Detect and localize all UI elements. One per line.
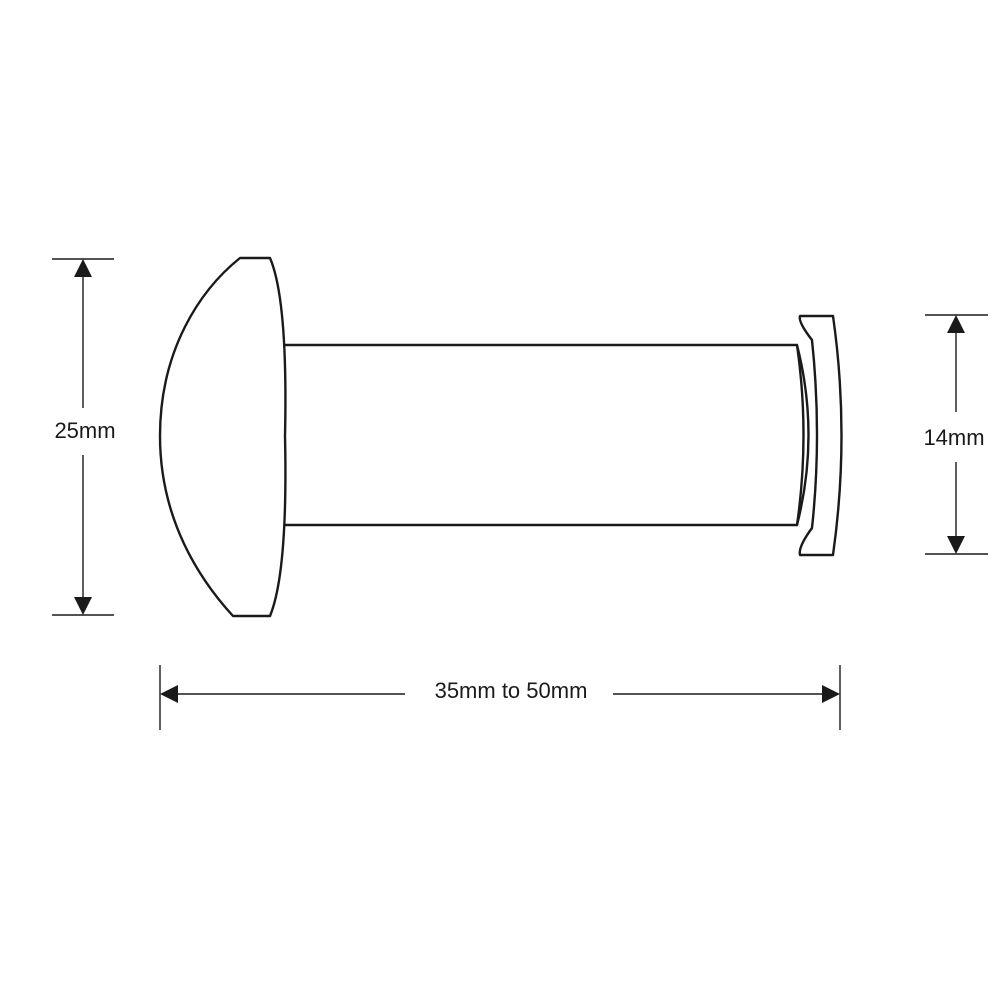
shaft: [281, 343, 805, 527]
shaft-end-edge: [795, 343, 810, 527]
dome-head: [158, 256, 287, 618]
flange-diameter-label: 14mm: [923, 425, 984, 450]
head-diameter-label: 25mm: [54, 418, 115, 443]
dimension-flange-diameter: 14mm: [923, 314, 988, 555]
length-label: 35mm to 50mm: [435, 678, 588, 703]
dimension-head-diameter: 25mm: [52, 258, 116, 616]
dimension-length: 35mm to 50mm: [159, 665, 841, 730]
end-flange: [798, 314, 843, 557]
